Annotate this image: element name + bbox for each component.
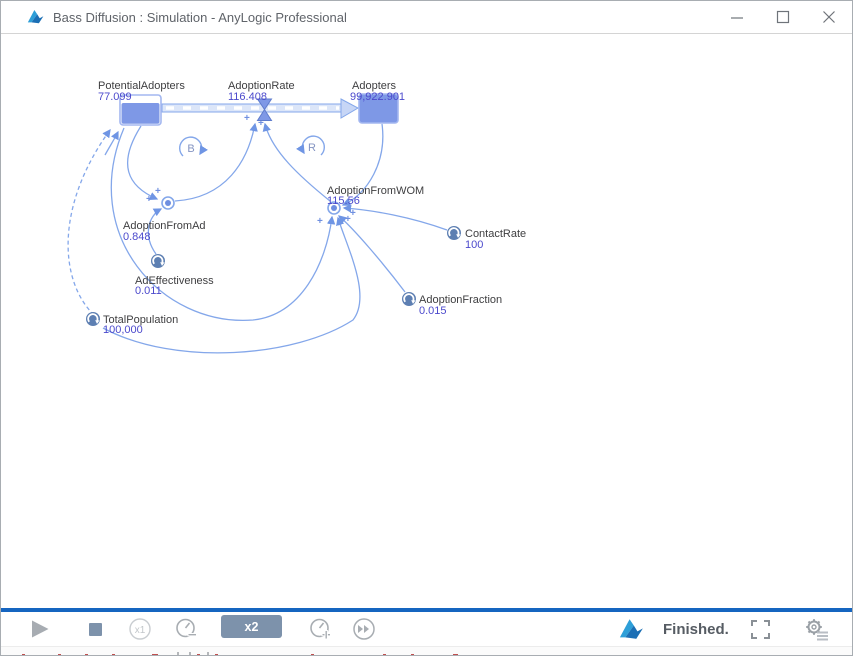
- x1-label: x1: [135, 625, 146, 636]
- clock-minus-icon: [175, 618, 197, 637]
- param-value: 100,000: [103, 324, 143, 336]
- plus-sign: +: [345, 214, 351, 225]
- model-canvas: + + + + + + + PotentialAdopt: [1, 34, 852, 608]
- anylogic-logo-icon: [619, 618, 643, 639]
- param-label: AdoptionFraction: [419, 294, 502, 306]
- run-button[interactable]: [27, 612, 53, 646]
- flow-value: 116.408: [228, 91, 267, 103]
- link-adoptionfromwom-adoptionrate: [262, 122, 331, 202]
- param-value: 0.015: [419, 305, 447, 317]
- link-adeffectiveness-adoptionfromad: [147, 208, 163, 255]
- valve-icon: [256, 108, 273, 121]
- maximize-button[interactable]: [760, 1, 806, 33]
- link-potentialadopters-adoptionfromwom: [110, 127, 336, 321]
- clipped-bottom-strip: [1, 646, 852, 655]
- close-button[interactable]: [806, 1, 852, 33]
- plus-sign: +: [155, 186, 161, 197]
- close-icon: [823, 11, 835, 23]
- polarity-signs: + + + + + + +: [146, 113, 356, 227]
- param-label: TotalPopulation: [103, 314, 178, 326]
- param-label: AdEffectiveness: [135, 275, 214, 287]
- plus-sign: +: [244, 113, 250, 124]
- loop-b-label: B: [187, 143, 194, 155]
- stock-label: Adopters: [352, 80, 397, 92]
- loop-balancing: B: [179, 136, 208, 157]
- fast-forward-icon: [353, 618, 375, 640]
- param-label: ContactRate: [465, 228, 526, 240]
- param-contact-rate: ContactRate 100: [447, 226, 526, 251]
- plus-sign: +: [146, 194, 152, 205]
- loop-reinforcing: R: [296, 135, 325, 156]
- parameter-icon: [447, 226, 461, 240]
- parameter-icon: [151, 254, 165, 268]
- link-contactrate-adoptionfromwom: [342, 204, 448, 231]
- minimize-button[interactable]: [714, 1, 760, 33]
- aux-value: 115.56: [327, 195, 360, 207]
- flow-pipe: [161, 98, 360, 121]
- window-controls: [714, 1, 852, 33]
- settings-button[interactable]: [803, 612, 831, 646]
- aux-adoption-from-ad: AdoptionFromAd 0.848: [123, 196, 206, 243]
- aux-label: AdoptionFromAd: [123, 220, 206, 232]
- parameter-icon: [86, 312, 100, 326]
- param-adoption-fraction: AdoptionFraction 0.015: [402, 292, 502, 317]
- speed-indicator-badge[interactable]: x2: [221, 615, 282, 638]
- slow-down-button[interactable]: [173, 612, 199, 646]
- stock-potential-adopters: PotentialAdopters 77.099: [98, 80, 185, 126]
- x1-speed-icon: x1: [129, 618, 151, 640]
- title-bar: Bass Diffusion : Simulation - AnyLogic P…: [1, 1, 852, 34]
- run-fast-button[interactable]: [352, 612, 376, 646]
- window-title: Bass Diffusion : Simulation - AnyLogic P…: [53, 9, 347, 25]
- stop-button[interactable]: [85, 612, 105, 646]
- link-into-potentialadopters: [104, 130, 119, 156]
- flow-label: AdoptionRate: [228, 80, 295, 92]
- fullscreen-button[interactable]: [747, 612, 773, 646]
- aux-label: AdoptionFromWOM: [327, 185, 424, 197]
- flow-adoption-rate: AdoptionRate 116.408: [228, 80, 295, 103]
- link-adoptionfraction-adoptionfromwom: [338, 215, 406, 293]
- gear-settings-icon: [806, 618, 828, 640]
- stock-flow-diagram: + + + + + + + PotentialAdopt: [67, 80, 526, 354]
- play-icon: [32, 620, 49, 638]
- link-adopters-adoptionfromwom: [341, 123, 384, 206]
- maximize-icon: [776, 10, 790, 24]
- link-totalpopulation-adoptionfromwom: [102, 216, 361, 354]
- anylogic-brand-button[interactable]: [617, 612, 647, 646]
- flow-arrowhead: [340, 98, 360, 119]
- plus-sign: +: [258, 118, 264, 129]
- fullscreen-icon: [750, 619, 770, 639]
- anylogic-logo-icon: [27, 10, 44, 24]
- loop-r-label: R: [308, 142, 316, 154]
- stock-label: PotentialAdopters: [98, 80, 185, 92]
- stop-icon: [88, 622, 102, 636]
- speed-label: x2: [244, 619, 259, 634]
- valve-icon: [256, 98, 273, 111]
- toolbar-separator: [1, 608, 852, 612]
- param-value: 100: [465, 239, 483, 251]
- parameter-icon: [402, 292, 416, 306]
- clock-plus-icon: [309, 618, 331, 639]
- plus-sign: +: [317, 216, 323, 227]
- simulation-control-bar: x1 x2: [1, 612, 852, 646]
- stock-value: 99,922.901: [350, 91, 405, 103]
- speed-up-button[interactable]: [307, 612, 333, 646]
- link-potentialadopters-adoptionfromad: [126, 125, 159, 201]
- minimize-icon: [731, 17, 743, 19]
- status-text: Finished.: [663, 620, 729, 638]
- link-adoptionfromad-adoptionrate: [174, 122, 258, 202]
- stock-adopters: Adopters 99,922.901: [350, 80, 405, 124]
- param-ad-effectiveness: AdEffectiveness 0.011: [135, 254, 214, 297]
- plus-sign: +: [350, 208, 356, 219]
- aux-adoption-from-wom: AdoptionFromWOM 115.56: [327, 185, 424, 215]
- stock-value: 77.099: [98, 91, 132, 103]
- aux-value: 0.848: [123, 231, 151, 243]
- link-totalpopulation-potentialadopters-dashed: [67, 128, 111, 316]
- simulation-status: Finished.: [663, 612, 729, 646]
- param-total-population: TotalPopulation 100,000: [86, 312, 178, 336]
- dependency-links: [67, 122, 448, 354]
- param-value: 0.011: [135, 285, 162, 297]
- reset-speed-button[interactable]: x1: [128, 612, 152, 646]
